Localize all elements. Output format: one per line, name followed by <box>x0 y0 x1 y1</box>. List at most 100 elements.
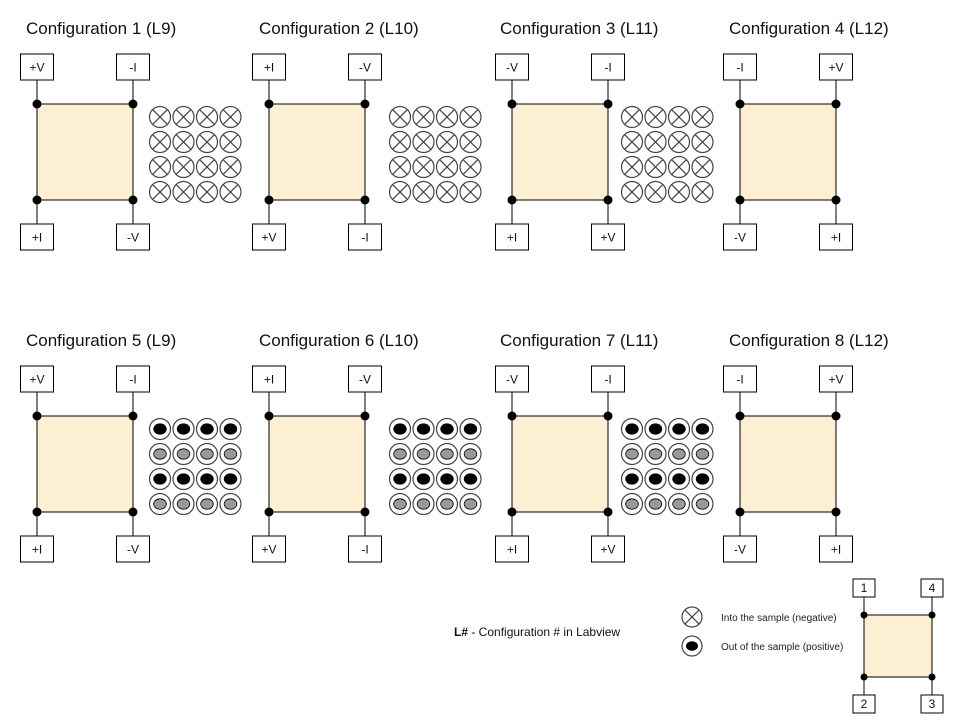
terminal-label-top-right: -I <box>129 373 136 387</box>
field-out-symbol <box>172 467 195 491</box>
field-into-symbol <box>620 105 644 129</box>
contact-dot <box>831 411 841 421</box>
contact-dot <box>831 99 841 109</box>
field-out-symbol <box>691 442 714 466</box>
contact-dot <box>735 99 745 109</box>
terminal-box-bottom-right <box>348 535 382 563</box>
field-out-symbol <box>172 442 195 466</box>
field-into-symbol <box>412 155 435 179</box>
configuration-7: Configuration 7 (L11)-V-I+I+V <box>495 331 658 563</box>
terminal-box-top-right <box>591 365 625 393</box>
terminal-label-top-right: -I <box>604 373 611 387</box>
terminal-label-bottom-left: +I <box>32 231 42 245</box>
terminal-label-bottom-right: -I <box>361 231 368 245</box>
field-into-symbol <box>691 105 714 129</box>
configuration-8: Configuration 8 (L12)-I+V-V+I <box>723 331 889 563</box>
terminal-label-bottom-left: -V <box>734 543 746 557</box>
note-rest: - Configuration # in Labview <box>468 625 620 639</box>
sample-square <box>268 415 366 513</box>
terminal-box-top-right <box>819 365 853 393</box>
terminal-label-bottom-right: +V <box>600 543 615 557</box>
field-out-symbol <box>219 417 242 441</box>
contact-dot <box>32 507 42 517</box>
field-into-symbol <box>148 155 172 179</box>
field-into-symbol <box>148 180 172 204</box>
contact-dot <box>360 507 370 517</box>
terminal-label-top-left: -V <box>506 61 518 75</box>
field-out-symbol <box>388 442 412 466</box>
field-into-symbol <box>644 130 667 154</box>
field-into-symbol <box>219 180 242 204</box>
legend-into-symbol <box>681 606 703 628</box>
field-out-symbol <box>691 492 714 516</box>
note-bold: L# <box>454 625 468 639</box>
terminal-label-bottom-right: -I <box>361 543 368 557</box>
contact-dot <box>735 507 745 517</box>
field-out-symbol <box>644 492 667 516</box>
field-array-into <box>388 105 482 204</box>
field-into-symbol <box>644 105 667 129</box>
contact-dot <box>264 411 274 421</box>
contact-dot <box>128 507 138 517</box>
contact-dot <box>603 99 613 109</box>
field-out-symbol <box>644 467 667 491</box>
terminal-label-top-right: -V <box>359 61 371 75</box>
field-into-symbol <box>388 180 412 204</box>
field-into-symbol <box>620 155 644 179</box>
field-into-symbol <box>667 130 691 154</box>
field-into-symbol <box>435 155 459 179</box>
legend: Into the sample (negative) Out of the sa… <box>681 606 843 657</box>
terminal-label-top-left: -I <box>736 373 743 387</box>
contact-dot <box>603 507 613 517</box>
configuration-3: Configuration 3 (L11)-V-I+I+V <box>495 19 658 251</box>
terminal-box-top-right <box>116 53 150 81</box>
terminal-box-bottom-right <box>591 223 625 251</box>
contact-dot <box>360 99 370 109</box>
field-out-symbol <box>148 467 172 491</box>
reference-box-2 <box>852 694 876 714</box>
terminal-label-top-left: +I <box>264 61 274 75</box>
sample-square <box>739 103 837 201</box>
field-out-symbol <box>388 492 412 516</box>
field-into-symbol <box>620 130 644 154</box>
field-out-symbol <box>459 492 482 516</box>
terminal-box-top-left <box>252 365 286 393</box>
configuration-5: Configuration 5 (L9)+V-I+I-V <box>20 331 176 563</box>
contact-dot <box>507 411 517 421</box>
terminal-box-bottom-left <box>252 223 286 251</box>
field-into-symbol <box>148 130 172 154</box>
contact-dot <box>264 507 274 517</box>
field-into-symbol <box>691 130 714 154</box>
terminal-label-bottom-left: +I <box>507 231 517 245</box>
contact-dot <box>735 195 745 205</box>
field-out-symbol <box>195 492 219 516</box>
field-out-symbol <box>435 467 459 491</box>
field-into-symbol <box>435 180 459 204</box>
terminal-box-top-right <box>348 53 382 81</box>
terminal-box-top-right <box>348 365 382 393</box>
sample-square <box>36 415 134 513</box>
contact-dot <box>32 411 42 421</box>
configuration-title: Configuration 5 (L9) <box>26 331 176 350</box>
field-out-symbol <box>644 417 667 441</box>
contact-dot <box>507 99 517 109</box>
field-out-symbol <box>148 492 172 516</box>
terminal-box-top-left <box>723 365 757 393</box>
field-into-symbol <box>644 180 667 204</box>
field-into-symbol <box>667 180 691 204</box>
contact-dot <box>603 411 613 421</box>
legend-out-label: Out of the sample (positive) <box>721 642 843 653</box>
field-into-symbol <box>172 155 195 179</box>
terminal-box-bottom-right <box>116 223 150 251</box>
field-into-symbol <box>219 155 242 179</box>
field-array-out <box>148 417 242 516</box>
field-out-symbol <box>435 442 459 466</box>
sample-square <box>36 103 134 201</box>
reference-box-1 <box>852 578 876 598</box>
field-out-symbol <box>459 467 482 491</box>
field-into-symbol <box>172 180 195 204</box>
sample-square <box>511 415 609 513</box>
field-out-symbol <box>459 442 482 466</box>
contact-dot <box>264 195 274 205</box>
legend-into-label: Into the sample (negative) <box>721 613 837 624</box>
